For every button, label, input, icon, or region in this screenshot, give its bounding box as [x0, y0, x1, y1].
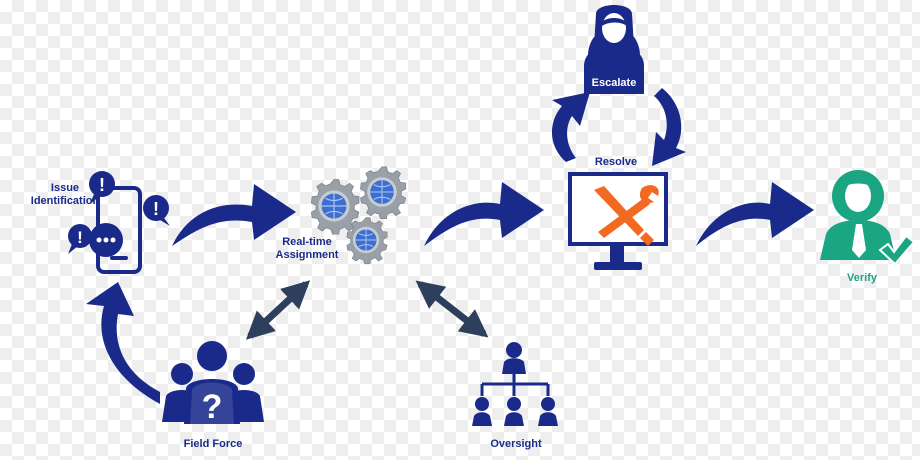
arrow-escalate-to-resolve [652, 88, 686, 166]
arrow-issue-to-assignment [172, 184, 296, 246]
hierarchy-icon [472, 342, 558, 426]
arrow-assignment-to-resolve [424, 182, 544, 246]
real-time-assignment-label: Real-time Assignment [275, 236, 339, 261]
team-question-icon: ? [162, 341, 264, 426]
arrow-resolve-to-escalate [551, 92, 590, 162]
verify-label: Verify [847, 272, 877, 284]
link-assignment-oversight [415, 280, 489, 338]
oversight-label: Oversight [490, 438, 542, 450]
svg-text:!: ! [153, 199, 159, 219]
escalate-label: Escalate [591, 77, 637, 89]
arrow-resolve-to-verify [696, 182, 814, 246]
arrow-field-force-to-issue [86, 282, 160, 404]
issue-identification-label: Issue Identification [30, 182, 100, 207]
verified-user-icon [820, 170, 916, 266]
monitor-tools-icon [568, 172, 668, 270]
link-field-force-assignment [245, 280, 311, 340]
svg-text:!: ! [99, 175, 105, 195]
svg-text:!: ! [77, 228, 83, 247]
agent-icon [584, 5, 644, 94]
field-force-label: Field Force [183, 438, 243, 450]
svg-text:?: ? [202, 388, 223, 426]
phone-alerts-icon: ! ! ! [68, 171, 170, 274]
resolve-label: Resolve [594, 156, 638, 168]
